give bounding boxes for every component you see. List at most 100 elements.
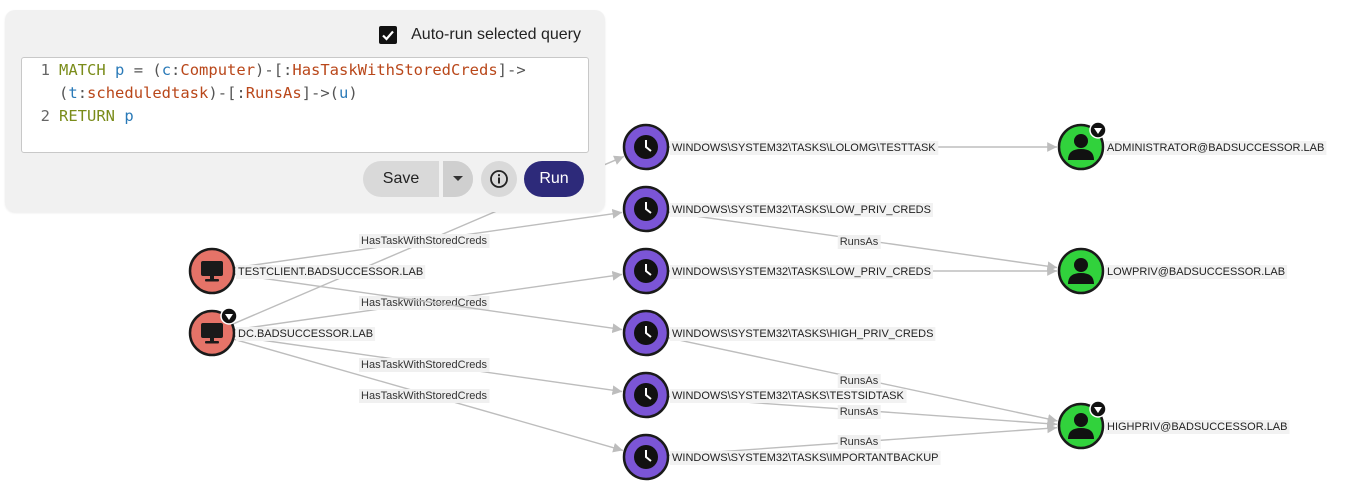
edge-label: HasTaskWithStoredCreds <box>361 359 487 371</box>
monitor-base <box>205 341 219 344</box>
user-node[interactable] <box>1057 400 1107 450</box>
node-label-background <box>670 389 907 403</box>
node-label: DC.BADSUCCESSOR.LAB <box>238 328 373 340</box>
code-token: HasTaskWithStoredCreds <box>292 61 498 79</box>
save-dropdown-button[interactable] <box>443 161 473 197</box>
monitor-base <box>205 279 219 282</box>
edge-label-background <box>837 435 881 449</box>
edge-line[interactable] <box>234 273 623 334</box>
edge-label: RunsAs <box>840 236 879 248</box>
code-token: : <box>77 84 88 102</box>
node-label-background <box>236 265 426 279</box>
code-line: (t:scheduledtask)-[:RunsAs]->(u) <box>22 82 358 105</box>
code-token: p <box>124 107 134 125</box>
task-node[interactable] <box>622 123 670 171</box>
code-token <box>106 61 115 79</box>
query-actions: Save Run <box>363 161 584 197</box>
user-body <box>1068 273 1094 284</box>
info-icon <box>490 170 508 188</box>
code-token: ( <box>59 84 69 102</box>
clock-hands <box>645 388 652 400</box>
code-token: Computer <box>180 61 256 79</box>
node-label: HIGHPRIV@BADSUCCESSOR.LAB <box>1107 421 1288 433</box>
edge-label-background <box>359 358 490 372</box>
clock-hands <box>645 264 652 276</box>
node-label: WINDOWS\SYSTEM32\TASKS\LOLOMG\TESTTASK <box>672 142 936 154</box>
auto-run-label: Auto-run selected query <box>411 26 581 43</box>
monitor-icon <box>201 323 223 338</box>
code-token: t <box>68 84 78 102</box>
gem-icon <box>1094 407 1102 413</box>
edge-label-background <box>837 235 881 249</box>
edge-label-background <box>359 234 490 248</box>
edge-label: HasTaskWithStoredCreds <box>361 235 487 247</box>
node-label-background <box>236 327 376 341</box>
task-node[interactable] <box>622 247 670 295</box>
monitor-stand <box>210 338 214 342</box>
task-node[interactable] <box>622 433 670 481</box>
info-button[interactable] <box>481 161 517 197</box>
save-divider <box>439 161 443 197</box>
code-token: p <box>115 61 125 79</box>
node-label-background <box>1105 265 1288 279</box>
clock-hands <box>645 202 652 214</box>
edge-label: RunsAs <box>840 406 879 418</box>
save-button[interactable]: Save <box>382 170 420 187</box>
clock-hands <box>645 140 652 152</box>
code-token <box>115 107 124 125</box>
task-node[interactable] <box>622 371 670 419</box>
task-node[interactable] <box>622 185 670 233</box>
edges-layer: HasTaskWithStoredCredsHasTaskWithStoredC… <box>232 142 1058 457</box>
line-number: 2 <box>40 107 50 125</box>
computer-node[interactable] <box>188 307 238 357</box>
edge-label: RunsAs <box>840 375 879 387</box>
edge-label: RunsAs <box>840 436 879 448</box>
gem-icon <box>225 314 233 320</box>
code-token: ]->( <box>301 84 340 102</box>
computer-node[interactable] <box>188 247 236 295</box>
code-token: )-[: <box>255 61 293 79</box>
run-button[interactable]: Run <box>524 161 584 197</box>
node-label-background <box>670 451 941 465</box>
node-label: TESTCLIENT.BADSUCCESSOR.LAB <box>238 266 423 278</box>
user-icon <box>1074 258 1088 272</box>
code-token: ]-> <box>497 61 526 79</box>
node-label-background <box>670 203 933 217</box>
monitor-icon <box>201 261 223 276</box>
edge-label: HasTaskWithStoredCreds <box>361 390 487 402</box>
code-token: RunsAs <box>245 84 302 102</box>
clock-hands <box>645 450 652 462</box>
user-icon <box>1074 134 1088 148</box>
user-node[interactable] <box>1057 121 1107 171</box>
node-label-background <box>670 327 936 341</box>
auto-run-toggle[interactable]: Auto-run selected query <box>379 26 581 44</box>
node-label-background <box>1105 420 1290 434</box>
edge-label-background <box>837 405 881 419</box>
code-token: scheduledtask <box>87 84 209 102</box>
checkmark-icon <box>382 30 394 41</box>
user-node[interactable] <box>1057 247 1105 295</box>
code-token: : <box>171 61 181 79</box>
code-token: c <box>161 61 172 79</box>
user-body <box>1068 149 1094 160</box>
code-token: u <box>339 84 349 102</box>
save-button-group: Save <box>363 161 473 197</box>
clock-hands <box>645 326 652 338</box>
code-token: ) <box>348 84 358 102</box>
node-label: WINDOWS\SYSTEM32\TASKS\HIGH_PRIV_CREDS <box>672 328 933 340</box>
edge-label-background <box>359 389 490 403</box>
node-label: WINDOWS\SYSTEM32\TASKS\LOW_PRIV_CREDS <box>672 266 931 278</box>
task-node[interactable] <box>622 309 670 357</box>
nodes-layer: TESTCLIENT.BADSUCCESSOR.LAB DC.BADSUCCESS… <box>188 121 1327 481</box>
node-label: WINDOWS\SYSTEM32\TASKS\LOW_PRIV_CREDS <box>672 204 931 216</box>
gem-icon <box>1094 128 1102 134</box>
auto-run-checkbox[interactable] <box>379 26 398 44</box>
line-number: 1 <box>40 61 50 79</box>
node-label: LOWPRIV@BADSUCCESSOR.LAB <box>1107 266 1285 278</box>
edge-label-background <box>837 374 881 388</box>
